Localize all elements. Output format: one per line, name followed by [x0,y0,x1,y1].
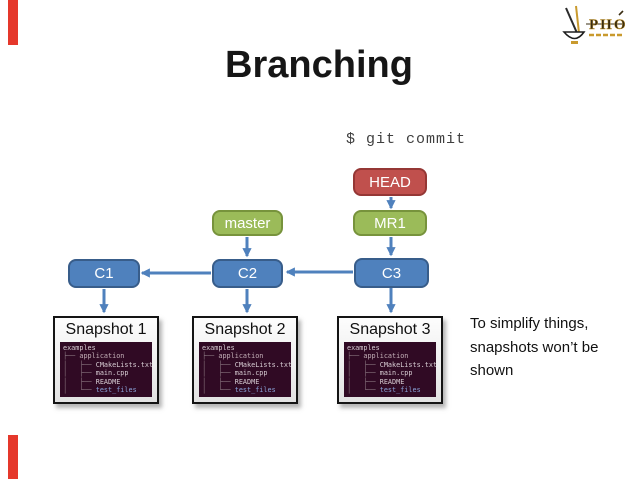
terminal-line: ├── application [63,352,149,360]
file-name: application [79,352,125,361]
terminal-line: ├── application [347,352,433,360]
tree-branch-glyph: ├── [202,352,219,361]
chopsticks-icon [565,5,580,34]
tree-branch-glyph: │ ├── [202,369,235,378]
tree-branch-glyph: │ ├── [347,360,380,369]
snapshot-title: Snapshot 1 [65,321,147,338]
tree-branch-glyph: │ ├── [63,377,96,386]
file-name: main.cpp [95,369,129,378]
snapshot-title: Snapshot 3 [349,321,431,338]
file-name: README [234,377,260,386]
node-c2: C2 [212,259,283,288]
file-name: README [95,377,121,386]
node-mr1: MR1 [353,210,427,236]
pho-logo: PHO [562,5,628,44]
file-name: examples [63,344,96,352]
terminal-line: │ └── test_files [347,386,433,394]
page-title: Branching [225,44,413,86]
tree-branch-glyph: ├── [347,352,364,361]
note-line: snapshots won’t be [470,338,599,356]
logo-text: PHO [589,17,628,33]
file-name: CMakeLists.txt [234,360,291,369]
note-line: shown [470,362,514,379]
tree-branch-glyph: │ ├── [63,360,96,369]
terminal-line: │ ├── main.cpp [63,369,149,377]
terminal-line: examples [63,344,149,352]
node-master-label: master [224,214,271,232]
snapshot-title: Snapshot 2 [204,321,286,338]
file-name: CMakeLists.txt [95,360,152,369]
node-mr1-label: MR1 [374,214,406,232]
file-name: CMakeLists.txt [379,360,436,369]
file-name: test_files [234,386,276,395]
tree-branch-glyph: │ └── [202,386,235,395]
file-name: application [363,352,409,361]
node-master: master [212,210,283,236]
terminal-window: examples├── application│ ├── CMakeLists.… [199,342,291,397]
file-name: test_files [95,386,137,395]
file-name: application [218,352,264,361]
file-name: main.cpp [234,369,268,378]
terminal-line: ├── application [202,352,288,360]
file-name: main.cpp [379,369,413,378]
snapshot-card-3: Snapshot 3 examples├── application│ ├── … [337,316,443,404]
terminal-line: │ ├── main.cpp [202,369,288,377]
terminal-line: │ ├── CMakeLists.txt [63,360,152,369]
terminal-line: │ ├── main.cpp [347,369,433,377]
node-c2-label: C2 [237,265,258,282]
node-c3: C3 [354,258,429,288]
terminal-line: examples [202,344,288,352]
terminal-line: │ ├── README [63,378,149,386]
terminal-line: │ ├── CMakeLists.txt [202,360,291,369]
note-line: To simplify things, [470,315,589,332]
snapshot-card-2: Snapshot 2 examples├── application│ ├── … [192,316,298,404]
git-command-text: $ git commit [346,131,467,148]
node-c3-label: C3 [381,264,402,282]
terminal-line: │ ├── CMakeLists.txt [347,360,436,369]
tree-branch-glyph: │ ├── [347,369,380,378]
snapshot-card-1: Snapshot 1 examples├── application│ ├── … [53,316,159,404]
tree-branch-glyph: │ ├── [202,377,235,386]
bowl-icon [562,31,586,44]
tree-branch-glyph: │ └── [63,386,96,395]
file-name: examples [202,344,235,352]
terminal-line: │ └── test_files [63,386,149,394]
red-accent-bar-top [8,0,18,45]
terminal-window: examples├── application│ ├── CMakeLists.… [60,342,152,397]
node-c1-label: C1 [94,265,114,282]
node-head-label: HEAD [369,173,411,191]
node-head: HEAD [353,168,427,196]
tree-branch-glyph: │ ├── [347,377,380,386]
terminal-line: │ └── test_files [202,386,288,394]
terminal-line: │ ├── README [347,378,433,386]
note-text: To simplify things, snapshots won’t be s… [470,312,630,383]
tree-branch-glyph: │ └── [347,386,380,395]
file-name: test_files [379,386,421,395]
tree-branch-glyph: ├── [63,352,80,361]
terminal-window: examples├── application│ ├── CMakeLists.… [344,342,436,397]
file-name: examples [347,344,380,352]
terminal-line: │ ├── README [202,378,288,386]
tree-branch-glyph: │ ├── [202,360,235,369]
file-name: README [379,377,405,386]
tree-branch-glyph: │ ├── [63,369,96,378]
terminal-line: examples [347,344,433,352]
red-accent-bar-bottom [8,435,18,479]
node-c1: C1 [68,259,140,288]
